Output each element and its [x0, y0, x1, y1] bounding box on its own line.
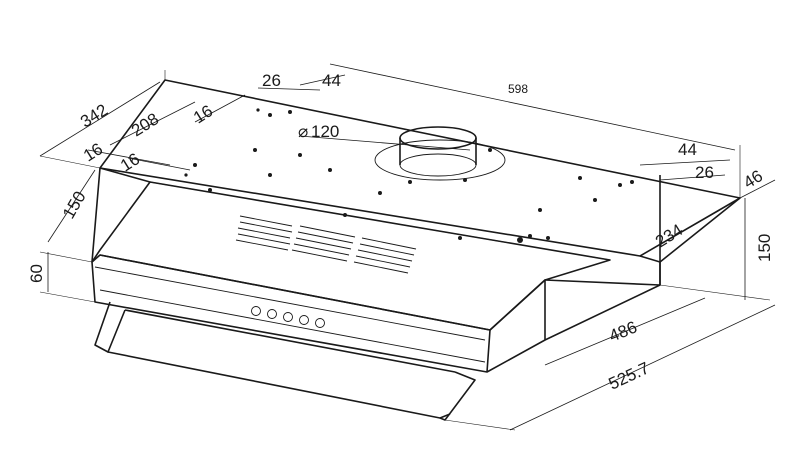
front-handle: [94, 301, 476, 421]
dim-label-diameter-120: 120: [311, 122, 339, 141]
vent-grille-right: [353, 237, 417, 274]
vent-grilles: [235, 215, 417, 274]
dim-label-525-7: 525.7: [606, 358, 653, 393]
vent-grille-middle: [291, 225, 356, 262]
dim-label-208: 208: [128, 109, 162, 140]
dim-label-16-left-a: 16: [80, 139, 106, 165]
control-button-5[interactable]: [315, 318, 325, 328]
hood-left-side: [91, 167, 151, 263]
hood-front-panel: [91, 254, 491, 373]
dimension-lines: [39, 63, 776, 431]
control-button-2[interactable]: [267, 309, 277, 319]
control-button-3[interactable]: [283, 312, 293, 322]
dim-label-44-right: 44: [678, 140, 697, 159]
dim-label-diameter-symbol: ⌀: [298, 122, 308, 141]
dim-label-60: 60: [27, 264, 46, 283]
control-button-4[interactable]: [299, 315, 309, 325]
control-button-1[interactable]: [251, 306, 261, 316]
control-buttons: [251, 306, 325, 328]
dim-label-150-left: 150: [59, 188, 90, 222]
duct-top-opening: [399, 126, 477, 150]
dim-label-44-top: 44: [322, 71, 341, 90]
dim-label-150-right: 150: [755, 234, 774, 262]
mounting-holes: [184, 108, 634, 243]
dim-label-598: 598: [508, 82, 528, 96]
dim-label-16-top: 16: [190, 101, 216, 127]
hood-top-plate: [99, 79, 741, 257]
dim-label-26-right: 26: [695, 163, 714, 182]
hood-right-side: [544, 255, 661, 286]
handle-left-arm: [94, 301, 126, 353]
dim-label-342: 342: [77, 100, 111, 131]
handle-right-arm: [439, 371, 476, 421]
dim-label-486: 486: [606, 317, 639, 345]
hood-body: [91, 79, 741, 373]
duct-collar: [374, 126, 506, 181]
vent-grille-left: [235, 215, 293, 251]
dim-label-26-top: 26: [262, 71, 281, 90]
hood-front-slope: [99, 181, 611, 331]
dim-label-46: 46: [740, 166, 766, 192]
dimension-labels: 598 342 208 16 16 16 26 44 ⌀ 120 44 26 4…: [27, 71, 774, 394]
